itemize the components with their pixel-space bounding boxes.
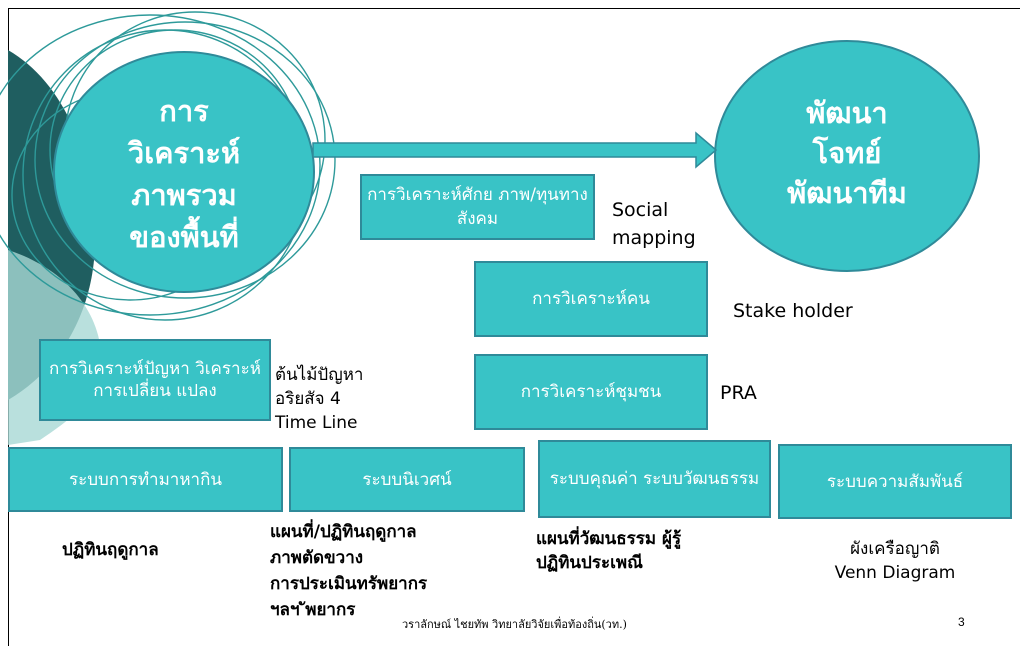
right-circle-text: พัฒนา โจทย์ พัฒนาทีม: [757, 93, 937, 213]
relation-tools: ผังเครือญาติ Venn Diagram: [790, 537, 1000, 585]
box-community-label: การวิเคราะห์ชุมชน: [520, 382, 662, 402]
box-social-capital-label: การวิเคราะห์ศักย ภาพ/ทุนทางสังคม: [367, 185, 588, 229]
label-stakeholder: Stake holder: [733, 300, 853, 322]
box-people-label: การวิเคราะห์คน: [532, 289, 650, 309]
label-social-mapping: Social mapping: [612, 199, 696, 249]
box-social-capital: การวิเคราะห์ศักย ภาพ/ทุนทางสังคม: [360, 174, 595, 240]
left-circle-line: การ: [159, 94, 209, 128]
ecology-tool-item: ภาพตัดขวาง: [270, 548, 364, 568]
box-food-system: ระบบการทำมาหากิน: [8, 447, 283, 512]
left-circle-line: ของพื้นที่: [129, 220, 239, 254]
label-pra: PRA: [720, 382, 757, 404]
box-problem-label: การวิเคราะห์ปัญหา วิเคราะห์การเปลี่ยน แป…: [49, 359, 261, 401]
box-problem-analysis: การวิเคราะห์ปัญหา วิเคราะห์การเปลี่ยน แป…: [39, 339, 271, 421]
ecology-tool-item: ฯลฯ ัพยากร: [270, 600, 356, 620]
box-ecology-label: ระบบนิเวศน์: [362, 469, 452, 490]
label-time-line: Time Line: [275, 413, 358, 433]
ecology-tool-item: แผนที่/ปฏิทินฤดูกาล: [270, 522, 417, 542]
relation-tool-venn: Venn Diagram: [834, 563, 956, 583]
culture-tool-item: ปฏิทินประเพณี: [536, 553, 643, 573]
box-values-culture-label: ระบบคุณค่า ระบบวัฒนธรรม: [549, 469, 760, 489]
left-circle-line: ภาพรวม: [131, 178, 237, 212]
box-values-culture-system: ระบบคุณค่า ระบบวัฒนธรรม: [538, 440, 771, 518]
right-circle-line: พัฒนาทีม: [787, 176, 907, 210]
relation-tool-kinship: ผังเครือญาติ: [850, 539, 940, 559]
left-circle-line: วิเคราะห์: [127, 136, 241, 170]
box-relations-system: ระบบความสัมพันธ์: [778, 444, 1012, 519]
left-circle-shape: [53, 51, 315, 293]
ecology-tools: แผนที่/ปฏิทินฤดูกาล ภาพตัดขวาง การประเมิ…: [270, 519, 427, 623]
label-problem-tree: ต้นไม้ปัญหา: [275, 365, 364, 385]
arrow-shape: [312, 131, 718, 169]
left-circle-text: การ วิเคราะห์ ภาพรวม ของพื้นที่: [84, 90, 284, 258]
culture-tool-item: แผนที่วัฒนธรรม ผู้รู้: [536, 529, 682, 549]
box-people-analysis: การวิเคราะห์คน: [474, 261, 708, 337]
ecology-tool-item: การประเมินทรัพยากร: [270, 574, 428, 594]
label-seasonal-calendar: ปฏิทินฤดูกาล: [62, 540, 159, 560]
box-ecology-system: ระบบนิเวศน์: [289, 447, 525, 512]
box-relations-label: ระบบความสัมพันธ์: [826, 471, 964, 492]
culture-tools: แผนที่วัฒนธรรม ผู้รู้ ปฏิทินประเพณี: [536, 527, 681, 575]
box-community-analysis: การวิเคราะห์ชุมชน: [474, 354, 708, 430]
box-food-label: ระบบการทำมาหากิน: [69, 469, 222, 490]
problem-tools: ต้นไม้ปัญหา อริยสัจ 4 Time Line: [275, 363, 363, 435]
slide-border-top: [8, 8, 1020, 9]
footer-credit: วราลักษณ์ ไชยทัพ วิทยาลัยวิจัยเพื่อท้องถ…: [402, 618, 627, 631]
label-four-truths: อริยสัจ 4: [275, 389, 341, 409]
page-number: 3: [958, 615, 965, 629]
right-circle-line: พัฒนา: [806, 96, 888, 130]
right-circle-shape: [714, 40, 980, 272]
right-circle-line: โจทย์: [812, 136, 882, 170]
